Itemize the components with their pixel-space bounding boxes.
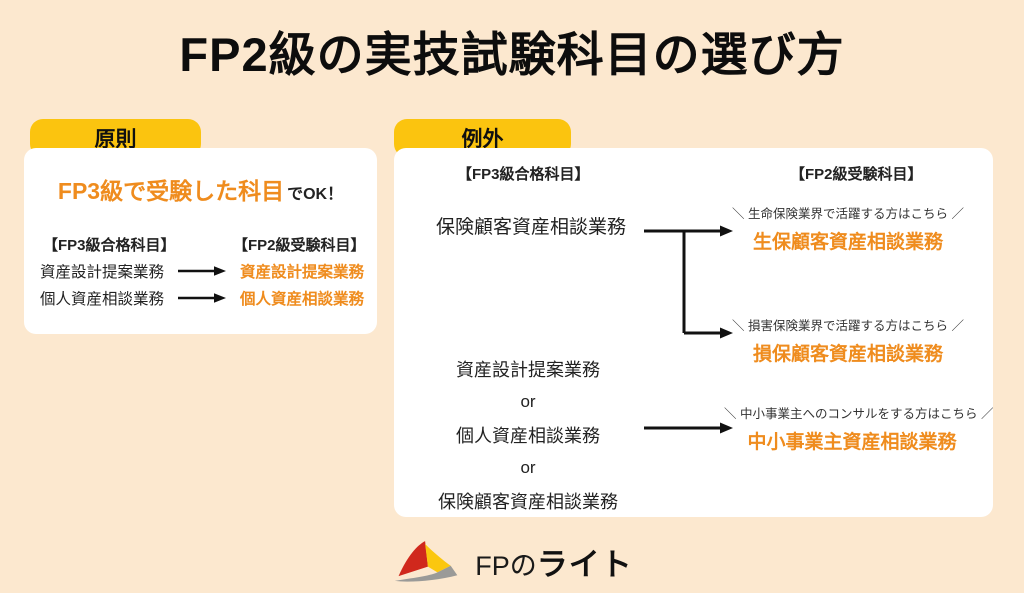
right-arrow-icon	[178, 293, 226, 303]
right-arrow-icon	[644, 422, 733, 434]
consultant-note: ＼ 中小事業主へのコンサルをする方はこちら ／	[724, 407, 994, 421]
principle-headline-highlight: FP3級で受験した科目	[57, 178, 285, 204]
principle-fp2-column-header: 【FP2級受験科目】	[233, 237, 366, 254]
nonlife-insurance-note: ＼ 損害保険業界で活躍する方はこちら ／	[732, 319, 964, 333]
alternative-sources-list: 資産設計提案業務 or 個人資産相談業務 or 保険顧客資産相談業務	[408, 356, 648, 524]
insurance-source-subject: 保険顧客資産相談業務	[436, 217, 627, 238]
nonlife-insurance-branch: ＼ 損害保険業界で活躍する方はこちら ／ 損保顧客資産相談業務	[728, 315, 968, 366]
consultant-subject: 中小事業主資産相談業務	[747, 432, 957, 453]
principle-fp3-column-header: 【FP3級合格科目】	[43, 237, 176, 254]
fp3-subject-label: 個人資産相談業務	[40, 291, 165, 308]
fp3-subject-label: 資産設計提案業務	[40, 264, 165, 281]
right-arrow-icon	[178, 266, 226, 276]
fp2-subject-label: 個人資産相談業務	[240, 291, 365, 308]
page-title: FP2級の実技試験科目の選び方	[179, 28, 845, 81]
fp2-subject-label: 資産設計提案業務	[240, 264, 365, 281]
life-insurance-subject: 生保顧客資産相談業務	[752, 232, 943, 253]
brand-logo-icon	[395, 541, 458, 582]
tab-principle-label: 原則	[94, 128, 137, 151]
principle-headline: FP3級で受験した科目でOK！	[24, 172, 377, 206]
brand-name: ライト	[536, 546, 633, 582]
brand-prefix: FPの	[475, 550, 537, 581]
nonlife-insurance-subject: 損保顧客資産相談業務	[752, 344, 943, 365]
alt-source-subject: 保険顧客資産相談業務	[438, 492, 618, 512]
principle-card: FP3級で受験した科目でOK！ 【FP3級合格科目】 【FP2級受験科目】 資産…	[24, 148, 377, 334]
footer-brand: FPの ライト	[0, 537, 1024, 585]
branching-arrow-icon	[644, 225, 733, 339]
principle-mapping-row: 資産設計提案業務 資産設計提案業務	[40, 260, 364, 282]
brand-wordmark: FPの ライト	[475, 539, 633, 584]
exception-fp3-column-header: 【FP3級合格科目】	[457, 166, 590, 183]
consultant-branch: ＼ 中小事業主へのコンサルをする方はこちら ／ 中小事業主資産相談業務	[724, 403, 994, 454]
or-separator: or	[520, 392, 536, 411]
exception-fp2-column-header: 【FP2級受験科目】	[790, 166, 923, 183]
alt-source-subject: 資産設計提案業務	[456, 360, 600, 380]
principle-headline-suffix: でOK！	[287, 186, 344, 203]
alt-source-subject: 個人資産相談業務	[456, 426, 600, 446]
or-separator: or	[520, 458, 536, 477]
life-insurance-note: ＼ 生命保険業界で活躍する方はこちら ／	[732, 207, 964, 221]
principle-mapping-row: 個人資産相談業務 個人資産相談業務	[40, 287, 364, 309]
exception-card: 【FP3級合格科目】 【FP2級受験科目】 保険顧客資産相談業務 ＼ 生命保険業…	[394, 148, 993, 517]
life-insurance-branch: ＼ 生命保険業界で活躍する方はこちら ／ 生保顧客資産相談業務	[728, 203, 968, 254]
tab-exception-label: 例外	[461, 128, 504, 151]
